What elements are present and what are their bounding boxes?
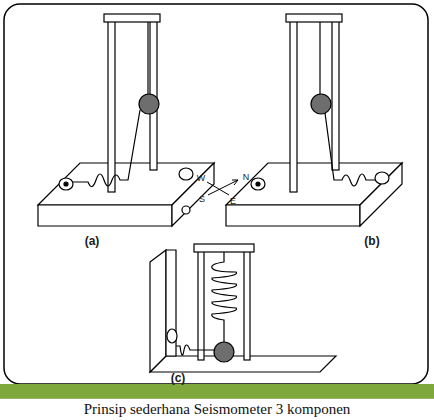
- seismometer-c: [150, 244, 336, 372]
- compass-direction: W: [197, 173, 206, 183]
- caption: Prinsip sederhana Seismometer 3 komponen: [0, 398, 434, 420]
- figure-label: (a): [85, 234, 100, 248]
- compass-direction: E: [230, 196, 236, 206]
- figure-label: (b): [364, 234, 379, 248]
- compass-direction: S: [199, 194, 205, 204]
- compass-direction: N: [243, 172, 250, 182]
- slide-frame: [4, 4, 428, 384]
- seismometer-a: [38, 14, 214, 226]
- seismometer-b: [226, 14, 402, 226]
- figure-label: (c): [171, 371, 186, 385]
- green-band: [0, 384, 434, 398]
- compass: [207, 180, 238, 195]
